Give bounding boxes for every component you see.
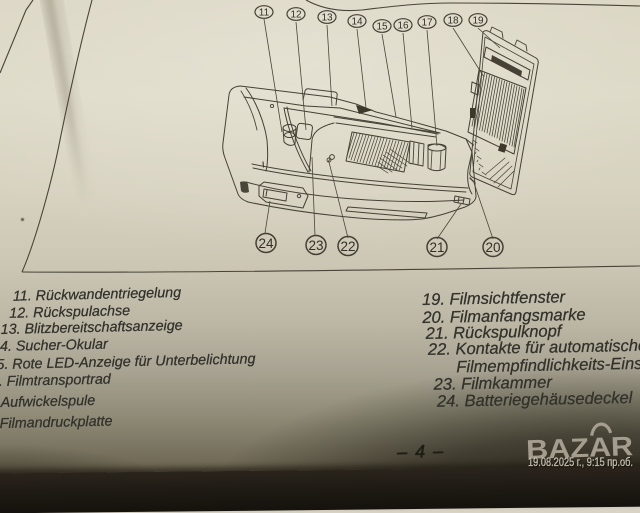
svg-text:13. Blitzbereitschaftsanzeige: 13. Blitzbereitschaftsanzeige — [0, 318, 182, 338]
svg-text:20. Filmanfangsmarke: 20. Filmanfangsmarke — [421, 306, 586, 327]
svg-text:20: 20 — [485, 240, 500, 255]
svg-text:22. Kontakte für automatische: 22. Kontakte für automatische — [427, 337, 640, 359]
svg-text:14. Sucher-Okular: 14. Sucher-Okular — [0, 337, 109, 356]
svg-text:16: 16 — [397, 21, 409, 32]
svg-text:18. Filmandruckplatte: 18. Filmandruckplatte — [0, 413, 113, 432]
svg-text:12. Rückspulachse: 12. Rückspulachse — [9, 303, 130, 322]
svg-text:17. Aufwickelspule: 17. Aufwickelspule — [0, 393, 95, 412]
svg-text:19: 19 — [472, 16, 484, 27]
svg-text:11: 11 — [259, 8, 270, 19]
svg-text:11. Rückwandentriegelung: 11. Rückwandentriegelung — [13, 285, 182, 305]
svg-text:19.08.2025 г., 9:15 пр.об.: 19.08.2025 г., 9:15 пр.об. — [528, 455, 633, 469]
svg-text:Filmempfindlichkeits-Einstellu: Filmempfindlichkeits-Einstellung — [456, 354, 640, 377]
svg-text:19. Filmsichtfenster: 19. Filmsichtfenster — [422, 288, 567, 309]
svg-text:14: 14 — [351, 17, 363, 28]
svg-text:18: 18 — [447, 16, 459, 27]
svg-text:24. Batteriegehäusedeckel: 24. Batteriegehäusedeckel — [436, 389, 634, 411]
svg-text:23. Filmkammer: 23. Filmkammer — [432, 373, 553, 393]
svg-text:12: 12 — [290, 10, 302, 21]
svg-text:17: 17 — [421, 18, 433, 29]
svg-text:23: 23 — [308, 238, 323, 253]
svg-text:22: 22 — [340, 239, 355, 254]
svg-text:– 4 –: – 4 – — [396, 441, 445, 462]
svg-text:15. Rote LED-Anzeige für Unter: 15. Rote LED-Anzeige für Unterbelichtung — [0, 351, 256, 373]
svg-text:21. Rückspulknopf: 21. Rückspulknopf — [424, 322, 563, 343]
svg-text:21: 21 — [429, 240, 444, 255]
svg-text:15: 15 — [376, 22, 388, 33]
svg-text:BAZAR: BAZAR — [526, 431, 634, 465]
svg-text:13: 13 — [321, 13, 333, 24]
svg-text:16. Filmtransportrad: 16. Filmtransportrad — [0, 371, 112, 390]
svg-text:24: 24 — [258, 236, 274, 251]
